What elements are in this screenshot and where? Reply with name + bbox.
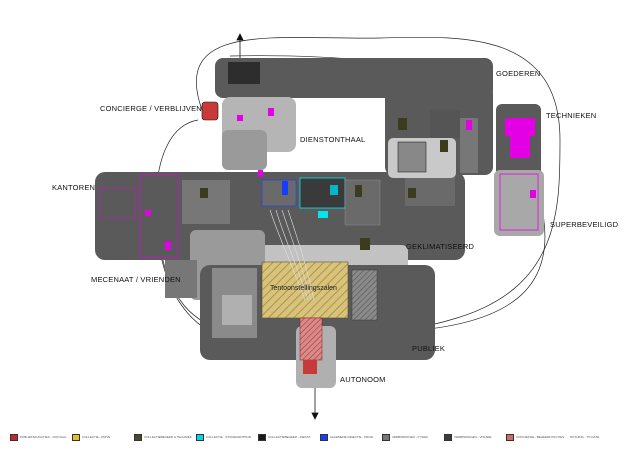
legend-label: COLLECTIE - PRIVE	[82, 435, 111, 439]
label-technieken: TECHNIEKEN	[546, 111, 597, 120]
legend-item: COLLECTIEBEHEER - DIENST	[258, 433, 320, 441]
legend-label: VERBINDINGEN - FYSIEK	[392, 435, 429, 439]
legend-label: COLLECTIEBEHEER - DIENST	[268, 435, 311, 439]
legend-swatch	[72, 433, 80, 441]
goederen-core	[228, 62, 260, 84]
label-tentoonstellingszalen: Tentoonstellingszalen	[270, 285, 337, 292]
label-superbeveiligd: SUPERBEVEILIGD	[550, 220, 619, 229]
legend-label: COLLECTIEBEHEER & TECHNIEK	[144, 435, 192, 439]
flow-arrows	[236, 33, 319, 420]
legend-label: CONCIERGE - BEHEERFUNCTIES	[516, 435, 565, 439]
blue-marker	[282, 181, 288, 195]
magenta-markers	[145, 108, 536, 250]
legend-label: ALGEMENE DIRECTIE - PRIVE	[330, 435, 374, 439]
legend-swatch	[10, 433, 18, 441]
cyan-marker	[318, 211, 328, 218]
legend-tail: NOTHING - TO DATE	[568, 433, 630, 441]
legend-item: VERBINDINGEN - FYSIEK	[382, 433, 444, 441]
legend-item: PUBLIEKSFUNCTIES - ONTHAAL	[10, 433, 72, 441]
legend-swatch	[506, 433, 514, 441]
legend: PUBLIEKSFUNCTIES - ONTHAAL COLLECTIE - PR…	[10, 433, 630, 441]
olive-markers	[200, 118, 448, 250]
legend-item: COLLECTIEBEHEER & TECHNIEK	[134, 433, 196, 441]
label-autonoom: AUTONOOM	[340, 375, 386, 384]
label-goederen: GOEDEREN	[496, 69, 541, 78]
legend-swatch	[382, 433, 390, 441]
legend-item: ALGEMENE DIRECTIE - PRIVE	[320, 433, 382, 441]
label-geklimatiseerd: GEKLIMATISEERD	[406, 242, 475, 251]
legend-tail-label: NOTHING - TO DATE	[570, 435, 600, 439]
legend-item: COLLECTIE - PRIVE	[72, 433, 134, 441]
legend-item: COLLECTIE - STUDIECENTRUM	[196, 433, 258, 441]
legend-label: VERBINDINGEN - VISUEEL	[454, 435, 493, 439]
corridor-lines	[269, 209, 315, 301]
zone-superbeveiligd	[494, 170, 544, 236]
label-dienstonthaal: DIENSTONTHAAL	[300, 135, 366, 144]
concierge-block	[201, 101, 219, 121]
legend-label: PUBLIEKSFUNCTIES - ONTHAAL	[20, 435, 67, 439]
label-mecenaat: MECENAAT / VRIENDEN	[91, 275, 181, 284]
legend-swatch	[320, 433, 328, 441]
legend-swatch	[196, 433, 204, 441]
legend-label: COLLECTIE - STUDIECENTRUM	[206, 435, 252, 439]
legend-swatch	[444, 433, 452, 441]
legend-item: CONCIERGE - BEHEERFUNCTIES	[506, 433, 568, 441]
label-publiek: PUBLIEK	[412, 344, 446, 353]
legend-item: VERBINDINGEN - VISUEEL	[444, 433, 506, 441]
label-kantoren: KANTOREN	[52, 183, 96, 192]
legend-swatch	[258, 433, 266, 441]
legend-swatch	[134, 433, 142, 441]
label-concierge: CONCIERGE / VERBLIJVEN	[100, 104, 202, 113]
